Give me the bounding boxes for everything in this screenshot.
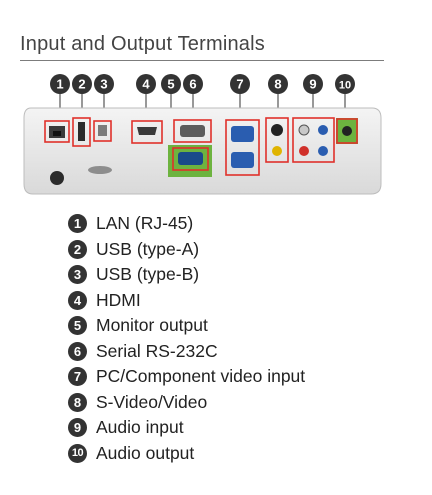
svg-text:4: 4	[142, 77, 150, 92]
legend-label: PC/Component video input	[96, 366, 306, 387]
legend-item-pc-component: 7 PC/Component video input	[68, 364, 408, 390]
callout-1-badge: 1	[50, 74, 70, 94]
svg-text:8: 8	[274, 77, 281, 92]
callout-9-badge: 9	[303, 74, 323, 94]
number-5-badge: 5	[68, 316, 87, 336]
legend-item-usb-b: 3 USB (type-B)	[68, 262, 408, 288]
number-8-badge: 8	[68, 392, 87, 412]
usb-a-port	[72, 117, 91, 147]
svg-text:10: 10	[339, 80, 351, 92]
callout-7-badge: 7	[230, 74, 250, 94]
svg-text:9: 9	[309, 77, 316, 92]
number-1-badge: 1	[68, 214, 87, 234]
legend-label: USB (type-A)	[96, 238, 200, 259]
callout-6-badge: 6	[183, 74, 203, 94]
legend-item-monitor-output: 5 Monitor output	[68, 313, 408, 339]
legend-label: S-Video/Video	[96, 391, 208, 412]
legend-item-usb-a: 2 USB (type-A)	[68, 237, 408, 263]
callout-4-badge: 4	[136, 74, 156, 94]
svg-text:2: 2	[78, 77, 85, 92]
hdmi-port	[131, 120, 163, 144]
svg-text:6: 6	[189, 77, 196, 92]
section-title: Input and Output Terminals	[20, 33, 265, 55]
legend-label: Audio output	[96, 442, 195, 463]
audio-input-port	[292, 117, 335, 163]
panel-logo-mark	[88, 166, 112, 174]
legend-label: HDMI	[96, 289, 141, 310]
svg-text:1: 1	[56, 77, 63, 92]
number-3-badge: 3	[68, 265, 87, 285]
svideo-video-port	[265, 117, 289, 163]
pc-component-input-port	[225, 119, 260, 176]
callout-8-badge: 8	[268, 74, 288, 94]
number-9-badge: 9	[68, 418, 87, 438]
serial-port	[173, 119, 212, 143]
usb-b-port	[93, 120, 112, 142]
power-button	[50, 171, 64, 185]
callout-5-badge: 5	[161, 74, 181, 94]
svg-text:5: 5	[167, 77, 174, 92]
audio-output-port	[336, 118, 358, 144]
svg-text:3: 3	[100, 77, 107, 92]
svg-text:7: 7	[236, 77, 243, 92]
lan-port	[44, 120, 70, 143]
monitor-output-port	[168, 145, 212, 177]
terminal-legend: 1 LAN (RJ-45) 2 USB (type-A) 3 USB (type…	[68, 211, 408, 466]
legend-item-hdmi: 4 HDMI	[68, 288, 408, 314]
callout-3-badge: 3	[94, 74, 114, 94]
legend-label: Monitor output	[96, 315, 208, 336]
number-7-badge: 7	[68, 367, 87, 387]
title-divider	[20, 60, 384, 61]
number-10-badge: 10	[68, 443, 87, 463]
legend-item-svideo: 8 S-Video/Video	[68, 390, 408, 416]
number-4-badge: 4	[68, 290, 87, 310]
legend-item-audio-output: 10 Audio output	[68, 441, 408, 467]
legend-item-lan: 1 LAN (RJ-45)	[68, 211, 408, 237]
callout-10-badge: 10	[335, 74, 355, 94]
legend-item-serial: 6 Serial RS-232C	[68, 339, 408, 365]
legend-label: Serial RS-232C	[96, 340, 218, 361]
legend-label: LAN (RJ-45)	[96, 213, 194, 234]
legend-label: Audio input	[96, 417, 184, 438]
number-6-badge: 6	[68, 341, 87, 361]
callout-2-badge: 2	[72, 74, 92, 94]
legend-label: USB (type-B)	[96, 264, 200, 285]
legend-item-audio-input: 9 Audio input	[68, 415, 408, 441]
number-2-badge: 2	[68, 239, 87, 259]
